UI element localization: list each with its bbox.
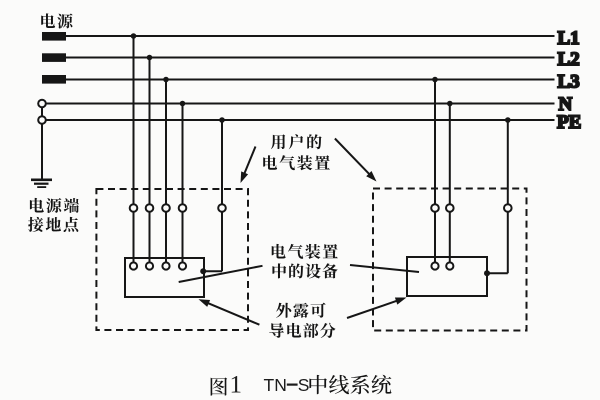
- svg-text:L1: L1: [558, 28, 580, 49]
- svg-text:L2: L2: [558, 49, 580, 70]
- svg-text:L3: L3: [558, 71, 580, 92]
- svg-text:TN: TN: [264, 375, 287, 395]
- svg-text:S: S: [298, 375, 310, 395]
- svg-text:PE: PE: [557, 112, 581, 133]
- svg-text:1: 1: [230, 372, 243, 399]
- svg-text:N: N: [559, 94, 573, 115]
